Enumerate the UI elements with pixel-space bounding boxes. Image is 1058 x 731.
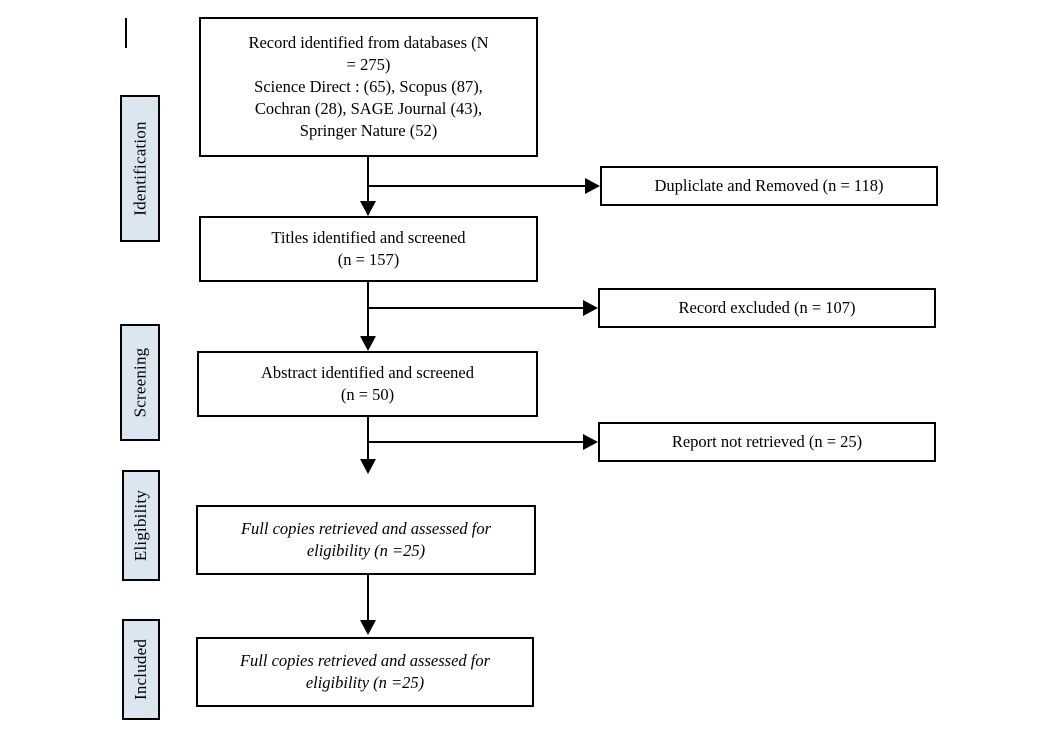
flow-box-line: eligibility (n =25) [306,541,426,560]
flow-box-line: Full copies retrieved and assessed for [239,651,491,671]
connector-line-horizontal-2 [367,307,583,309]
flow-box-text: Abstract identified and screened (n = 50… [208,362,527,406]
stage-label-text: Included [131,638,151,701]
side-box-duplicates-removed: Dupliclate and Removed (n = 118) [600,166,938,206]
flow-box-titles-screened: Titles identified and screened (n = 157) [199,216,538,282]
connector-line-horizontal-1 [367,185,585,187]
flow-box-records-identified: Record identified from databases (N = 27… [199,17,538,157]
flow-box-line: Titles identified and screened [271,228,466,248]
connector-arrow-right-3 [583,434,598,450]
flow-box-text: Full copies retrieved and assessed for e… [207,518,525,562]
flow-box-full-copies-included: Full copies retrieved and assessed for e… [196,637,534,707]
connector-line-vertical-4 [367,575,369,622]
stage-label-eligibility: Eligibility [122,470,160,581]
flow-box-line: eligibility (n =25) [305,673,425,692]
flow-box-line: = 275) [346,55,391,75]
flow-box-line: Abstract identified and screened [260,363,475,383]
flow-box-line: Springer Nature (52) [299,120,438,140]
flow-box-text: Full copies retrieved and assessed for e… [207,650,523,694]
flow-box-line: Record identified from databases (N [248,33,489,53]
stage-label-text: Screening [130,347,150,418]
flow-box-line: Science Direct : (65), Scopus (87), [254,77,483,97]
stage-label-screening: Screening [120,324,160,441]
flow-box-line: Full copies retrieved and assessed for [240,519,492,539]
flow-box-text: Titles identified and screened (n = 157) [210,227,527,271]
connector-line-vertical-2 [367,282,369,340]
flow-box-abstracts-screened: Abstract identified and screened (n = 50… [197,351,538,417]
stage-label-text: Identification [130,121,150,216]
flow-box-line: (n = 50) [340,385,395,404]
flow-box-line: Cochran (28), SAGE Journal (43), [254,98,483,118]
connector-arrow-right-1 [585,178,600,194]
tick-mark [125,18,127,48]
side-box-text: Record excluded (n = 107) [678,298,856,318]
connector-arrow-right-2 [583,300,598,316]
stage-label-text: Eligibility [131,489,151,562]
stage-label-included: Included [122,619,160,720]
side-box-reports-not-retrieved: Report not retrieved (n = 25) [598,422,936,462]
side-box-records-excluded: Record excluded (n = 107) [598,288,936,328]
connector-arrow-down-2 [360,336,376,351]
side-box-text: Dupliclate and Removed (n = 118) [654,176,884,196]
connector-line-horizontal-3 [367,441,583,443]
side-box-text: Report not retrieved (n = 25) [671,432,863,452]
flow-box-line: (n = 157) [337,250,400,269]
connector-arrow-down-1 [360,201,376,216]
connector-line-vertical-3 [367,417,369,463]
stage-label-identification: Identification [120,95,160,242]
flow-box-text: Record identified from databases (N = 27… [210,32,527,142]
connector-arrow-down-3 [360,459,376,474]
flow-box-full-copies-eligibility: Full copies retrieved and assessed for e… [196,505,536,575]
connector-arrow-down-4 [360,620,376,635]
